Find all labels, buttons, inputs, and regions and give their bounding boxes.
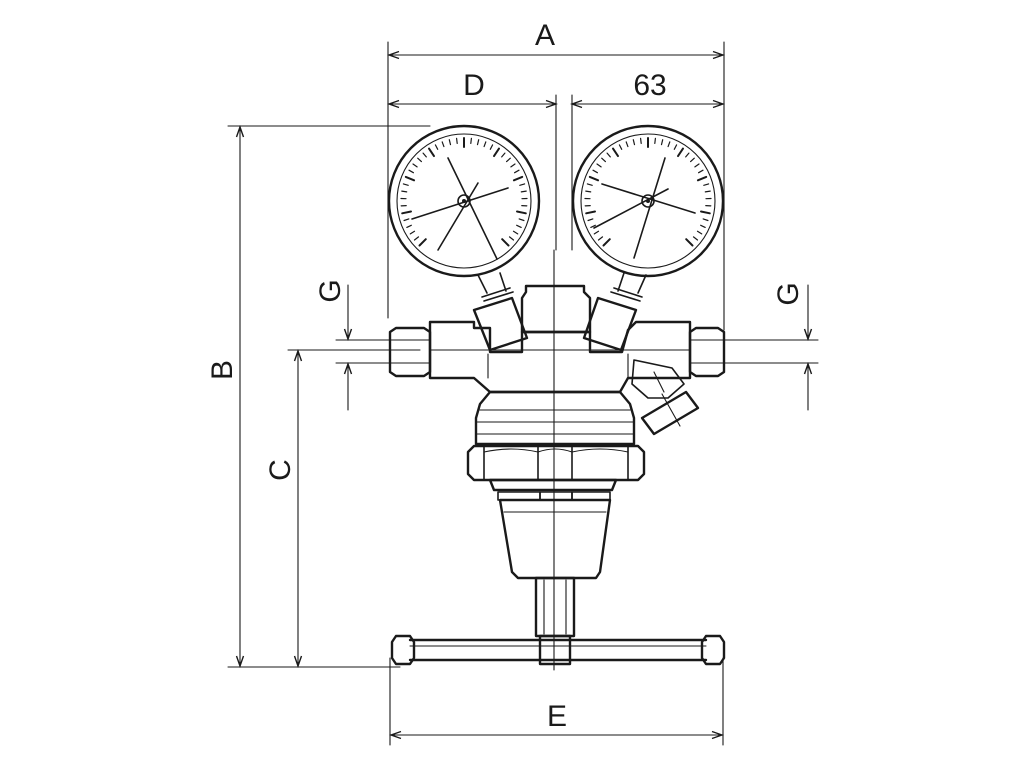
gauge-tick: [694, 163, 700, 168]
gauge-tick: [696, 175, 708, 182]
gauge-tick: [456, 137, 458, 144]
gauge-tick: [697, 169, 704, 174]
gauge-tick: [401, 190, 408, 193]
gauge-stems: [472, 272, 647, 352]
gauge-tick: [512, 175, 524, 182]
gauge-tick: [448, 139, 452, 146]
gauge-tick: [606, 152, 611, 158]
dim-label-63: 63: [633, 69, 666, 102]
gauge-tick: [587, 218, 594, 222]
gauge-tick: [625, 141, 629, 148]
gauge-tick: [632, 139, 636, 146]
gauge-tick: [402, 183, 409, 186]
gauge-tick: [470, 137, 472, 144]
gauge-tick: [685, 238, 694, 247]
gauge-tick: [412, 163, 418, 168]
gauge-tick: [593, 230, 600, 235]
gauge-tick: [703, 183, 710, 186]
gauge-tick: [518, 218, 525, 222]
dim-label-g-right: G: [772, 282, 805, 305]
gauge-tick: [592, 169, 599, 174]
left-pressure-gauge: [387, 124, 541, 278]
dim-label-a: A: [535, 19, 555, 52]
gauge-tick: [585, 210, 596, 215]
gauge-tick: [476, 139, 480, 146]
gauge-tick: [585, 190, 592, 193]
gauge-tick: [519, 183, 526, 186]
gauge-tick: [597, 236, 604, 241]
gauge-tick: [489, 144, 494, 150]
dim-label-d: D: [463, 69, 485, 102]
gauge-tick: [588, 175, 600, 182]
gauge-tick: [409, 230, 416, 235]
gauge-tick: [401, 210, 412, 215]
gauge-tick: [689, 157, 695, 163]
dim-label-g-left: G: [314, 279, 347, 302]
gauge-tick: [403, 218, 410, 222]
gauge-tick: [596, 163, 602, 168]
gauge-tick: [602, 238, 611, 247]
gauge-tick: [639, 137, 642, 144]
gauge-tick: [677, 147, 684, 158]
gauge-tick: [501, 238, 510, 247]
gauge-tick: [428, 147, 435, 158]
gauge-tick: [702, 218, 709, 222]
gauge-tick: [513, 169, 520, 174]
gauge-tick: [418, 238, 427, 247]
gauge-tick: [704, 190, 711, 193]
gauge-tick: [700, 210, 711, 215]
gauge-tick: [413, 236, 420, 241]
gauge-tick: [404, 175, 416, 182]
gauge-tick: [692, 236, 699, 241]
gauge-tick: [512, 230, 519, 235]
gauge-tick: [508, 236, 515, 241]
gauge-tick: [601, 157, 607, 163]
gauge-tick: [700, 224, 706, 228]
gauge-tick: [422, 152, 427, 158]
gauge-tick: [434, 144, 439, 150]
gauge-tick: [660, 139, 664, 146]
left-gauge-ticks: [400, 137, 528, 247]
gauge-tick: [406, 224, 412, 228]
gauge-tick: [654, 137, 657, 144]
dim-label-e: E: [547, 700, 567, 733]
gauge-tick: [501, 152, 506, 158]
gauge-tick: [685, 152, 690, 158]
gauge-tick: [441, 141, 445, 148]
gauge-tick: [590, 224, 596, 228]
spring-housing: [498, 498, 612, 580]
right-pressure-gauge: [571, 124, 725, 278]
gauge-tick: [673, 144, 678, 150]
gauge-tick: [408, 169, 414, 174]
right-gauge-ticks: [584, 137, 712, 247]
dimension-lines: [227, 41, 819, 746]
gauge-tick: [667, 141, 671, 148]
gauge-tick: [520, 190, 527, 193]
regulator-body: [388, 284, 726, 436]
dim-label-b: B: [206, 360, 239, 380]
dim-label-c: C: [264, 459, 297, 481]
gauge-tick: [612, 147, 619, 158]
bonnet: [466, 390, 646, 501]
gauge-tick: [516, 224, 522, 228]
gauge-tick: [493, 147, 500, 158]
gauge-tick: [510, 163, 516, 168]
gauge-tick: [483, 141, 487, 148]
gauge-tick: [516, 210, 527, 215]
gauge-tick: [417, 157, 422, 163]
gauge-tick: [618, 144, 623, 150]
gauge-tick: [506, 157, 511, 163]
gauge-tick: [696, 230, 703, 235]
gauge-tick: [586, 183, 593, 186]
t-handle: [390, 576, 726, 666]
